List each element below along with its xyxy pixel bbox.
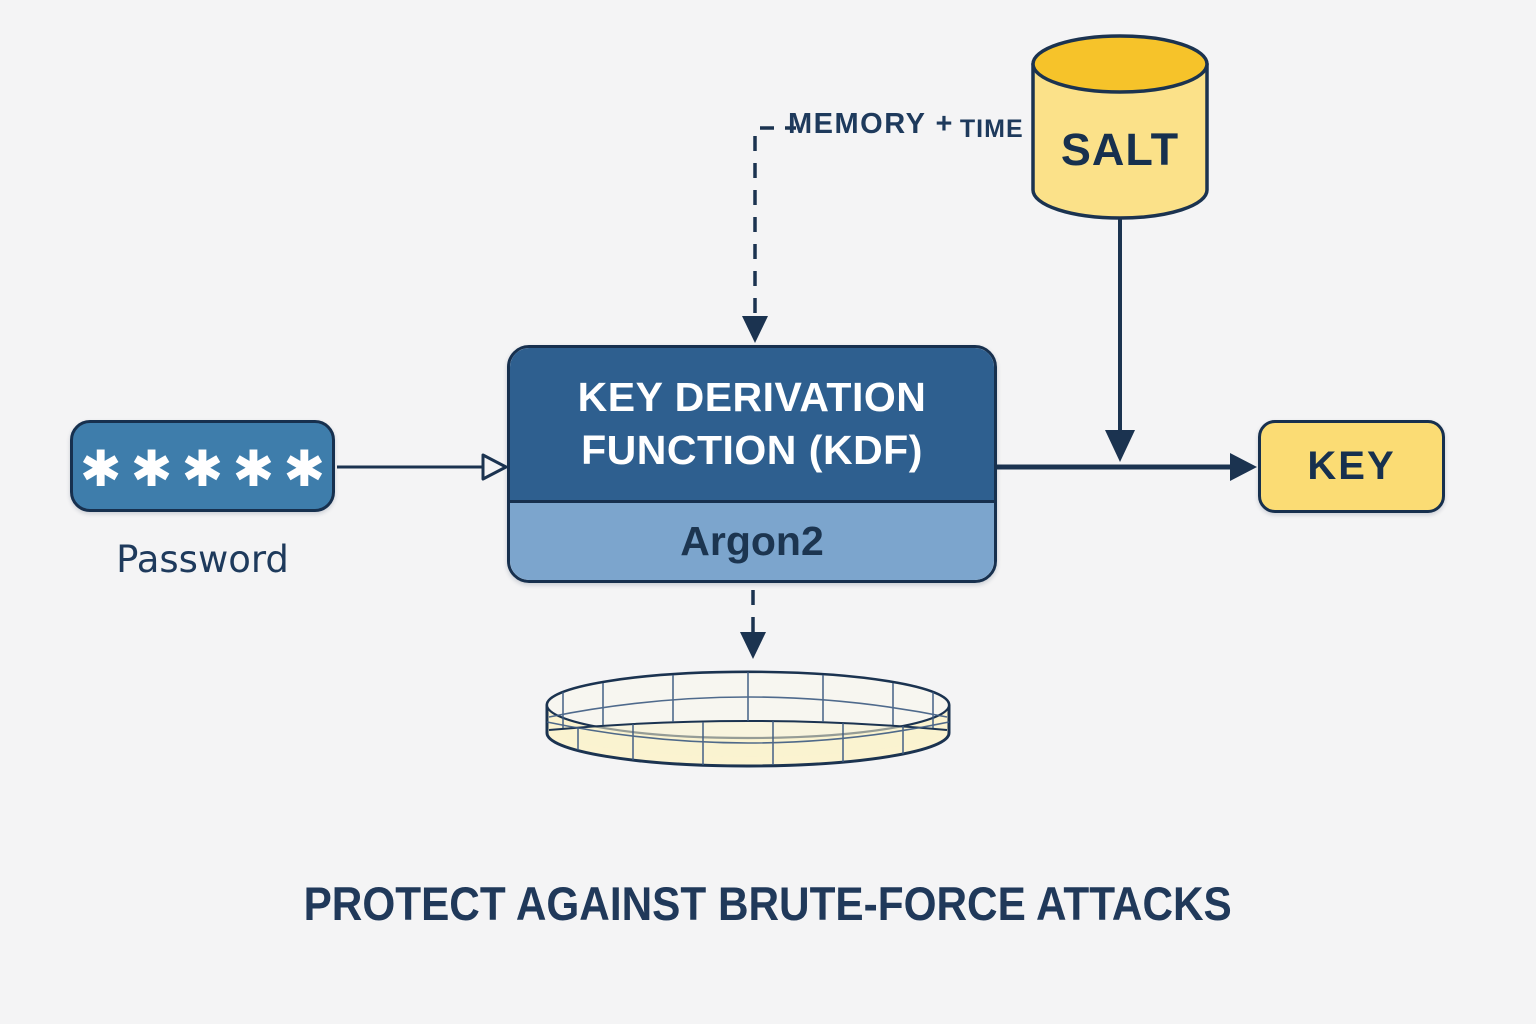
caption: PROTECT AGAINST BRUTE-FORCE ATTACKS [0,876,1536,931]
key-label: KEY [1307,444,1396,488]
password-to-kdf-arrow [337,453,508,481]
params-memory-label: MEMORY + [788,108,954,140]
password-box: ✱✱✱✱✱ [70,420,335,512]
password-masked-value: ✱✱✱✱✱ [79,440,335,498]
kdf-algorithm-label: Argon2 [680,518,824,564]
kdf-box: KEY DERIVATION FUNCTION (KDF) Argon2 [507,345,997,583]
key-box: KEY [1258,420,1445,513]
params-to-kdf-dashed-arrow [742,126,796,343]
params-time-label: TIME [959,115,1024,143]
kdf-title-line2: FUNCTION (KDF) [581,427,923,473]
salt-to-line-arrow [1105,218,1135,462]
kdf-title: KEY DERIVATION FUNCTION (KDF) [510,348,994,500]
kdf-to-ring-dashed-arrow [740,590,766,659]
password-label: Password [116,538,289,581]
kdf-to-key-arrow [997,453,1257,481]
params-label: MEMORY + TIME [788,108,1024,144]
salt-cylinder [1031,34,1209,220]
kdf-algorithm-band: Argon2 [510,500,994,580]
salt-cylinder-top [1031,34,1209,94]
salt-cylinder-body [1031,62,1209,220]
memory-ring-inner-wall [549,721,947,757]
caption-text: PROTECT AGAINST BRUTE-FORCE ATTACKS [303,877,1233,930]
memory-ring-grid [546,672,950,765]
salt-label: SALT [1060,124,1180,175]
kdf-title-line1: KEY DERIVATION [577,373,927,420]
memory-ring [545,670,951,768]
